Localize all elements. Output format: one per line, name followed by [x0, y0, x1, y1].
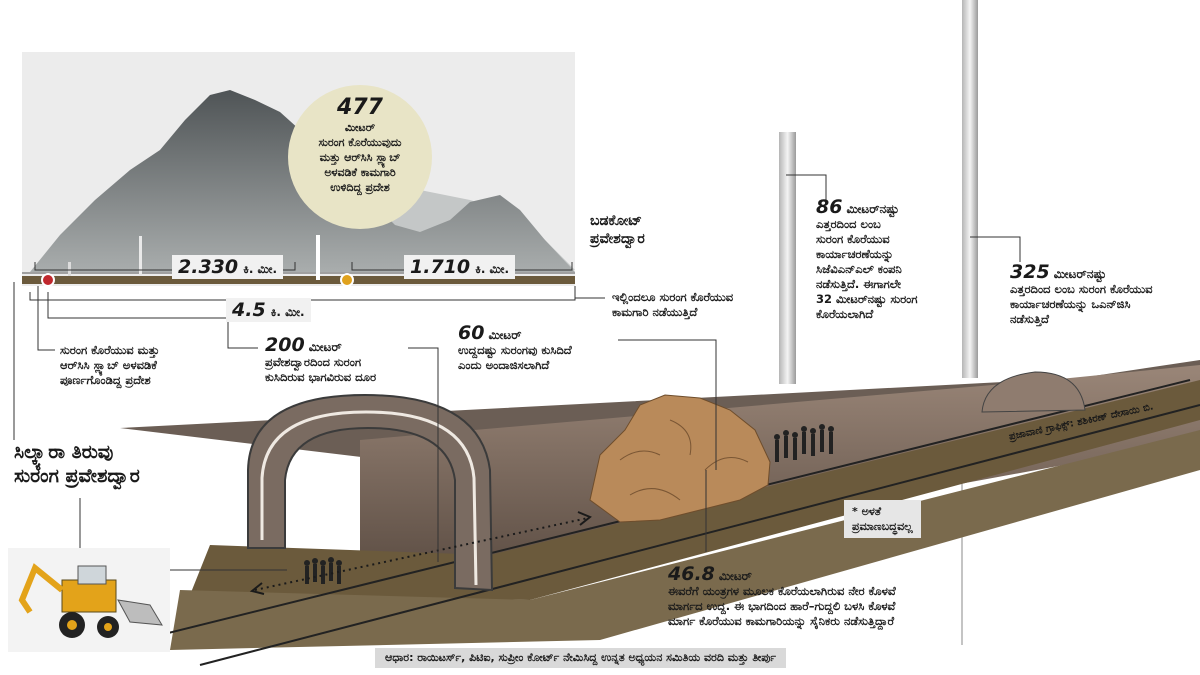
- segment-total-unit: ಕಿ. ಮೀ.: [270, 305, 305, 319]
- vertical-325-line-3: ನಡೆಸುತ್ತಿದೆ: [1010, 312, 1049, 326]
- scale-note-line-1: * ಅಳತೆ: [852, 505, 882, 518]
- barkot-work-note: ಇಲ್ಲಿಂದಲೂ ಸುರಂಗ ಕೊರೆಯುವ ಕಾಮಗಾರಿ ನಡೆಯುತ್ತ…: [612, 290, 733, 320]
- segment-total-value: 4.5: [232, 299, 266, 321]
- scene-leaders: [79, 339, 717, 571]
- collapse-distance-line-1: ಪ್ರವೇಶದ್ವಾರದಿಂದ ಸುರಂಗ: [265, 355, 362, 369]
- vertical-drill-pipe-86: [779, 132, 796, 384]
- rescue-pipe-arrow: [249, 511, 592, 595]
- drilled-46-line-3: ಮಾರ್ಗ ಕೊರೆಯುವ ಕಾಮಗಾರಿಯನ್ನು ಸೈನಿಕರು ನಡೆಸು…: [668, 614, 895, 628]
- completed-area-line-1: ಸುರಂಗ ಕೊರೆಯುವ ಮತ್ತು: [60, 343, 160, 357]
- summit-line-5: ಉಳಿದಿದ್ದ ಪ್ರದೇಶ: [330, 181, 390, 194]
- vertical-86-line-1: ಎತ್ತರದಿಂದ ಲಂಬ: [816, 217, 881, 231]
- silkyara-line-2: ಸುರಂಗ ಪ್ರವೇಶದ್ವಾರ: [14, 465, 140, 487]
- tunnel-far-end: [981, 371, 1086, 413]
- scale-note-line-2: ಪ್ರಮಾಣಬದ್ಧವಲ್ಲ: [852, 520, 913, 533]
- silkyara-line-1: ಸಿಲ್ಕ್ಯಾರಾ ತಿರುವು: [14, 441, 114, 463]
- collapse-distance-line-2: ಕುಸಿದಿರುವ ಭಾಗವಿರುವ ದೂರ: [265, 370, 377, 384]
- segment-left-label: 2.330 ಕಿ. ಮೀ.: [172, 255, 284, 279]
- collapse-length-line-1: ಉದ್ದದಷ್ಟು ಸುರಂಗವು ಕುಸಿದಿದೆ: [458, 343, 572, 357]
- segment-right-label: 1.710 ಕಿ. ಮೀ.: [404, 255, 516, 279]
- completed-area-line-3: ಪೂರ್ಣಗೊಂಡಿದ್ದ ಪ್ರದೇಶ: [60, 373, 151, 387]
- collapse-distance-value: 200: [265, 334, 305, 356]
- vertical-325-line-2: ಕಾರ್ಯಾಚರಣೆಯನ್ನು ಒಎನ್‌ಜಿಸಿ: [1010, 297, 1131, 311]
- completed-area-line-2: ಆರ್‌ಸಿಸಿ ಸ್ಲ್ಯಾಬ್ ಅಳವಡಿಕೆ: [60, 358, 157, 372]
- segment-left-unit: ಕಿ. ಮೀ.: [243, 262, 278, 276]
- collapse-length-note: 60 ಮೀಟರ್ ಉದ್ದದಷ್ಟು ಸುರಂಗವು ಕುಸಿದಿದೆ ಎಂದು…: [458, 324, 572, 373]
- rescue-workers: [304, 557, 342, 584]
- drilled-46-unit: ಮೀಟರ್: [718, 569, 752, 583]
- vertical-325-note: 325 ಮೀಟರ್‌ನಷ್ಟು ಎತ್ತರದಿಂದ ಲಂಬ ಸುರಂಗ ಕೊರೆ…: [1010, 263, 1153, 327]
- debris-shading: [619, 419, 749, 501]
- summit-line-3: ಮತ್ತು ಆರ್‌ಸಿಸಿ ಸ್ಲ್ಯಾಬ್: [319, 151, 401, 164]
- summit-line-1: ಮೀಟರ್: [344, 121, 376, 134]
- drilled-46-note: 46.8 ಮೀಟರ್ ಈವರೆಗೆ ಯಂತ್ರಗಳ ಮೂಲಕ ಕೊರೆಯಲಾಗಿ…: [668, 565, 896, 629]
- vertical-86-line-5: ನಡೆಸುತ್ತಿದೆ. ಈಗಾಗಲೇ: [816, 277, 901, 291]
- vertical-shaft-tiny: [68, 262, 71, 276]
- summit-line-2: ಸುರಂಗ ಕೊರೆಯುವುದು: [318, 136, 402, 149]
- vertical-86-line-2: ಸುರಂಗ ಕೊರೆಯುವ: [816, 232, 890, 246]
- summit-value: 477: [337, 95, 383, 120]
- collapse-length-line-2: ಎಂದು ಅಂದಾಜಿಸಲಾಗಿದೆ: [458, 358, 550, 372]
- barkot-line-1: ಬಡಕೋಟ್: [590, 213, 642, 229]
- vertical-86-value: 86: [816, 196, 843, 218]
- vertical-86-line-4: ಸಿಜೆವಿಎನ್‌ಎಲ್ ಕಂಪನಿ: [816, 262, 902, 276]
- vertical-drill-pipe-325: [962, 0, 978, 378]
- segment-left-bracket: [34, 262, 296, 271]
- segment-left-value: 2.330: [178, 256, 239, 278]
- vertical-325-line-1: ಎತ್ತರದಿಂದ ಲಂಬ ಸುರಂಗ ಕೊರೆಯುವ: [1010, 282, 1153, 296]
- collapse-distance-unit: ಮೀಟರ್: [308, 340, 342, 354]
- collapse-length-unit: ಮೀಟರ್: [488, 328, 522, 342]
- tunnel-portal: [247, 393, 494, 592]
- collapse-marker-red: [41, 273, 55, 287]
- summit-bubble: 477 ಮೀಟರ್ ಸುರಂಗ ಕೊರೆಯುವುದು ಮತ್ತು ಆರ್‌ಸಿಸ…: [288, 85, 432, 229]
- tunnel-lower-ground: [170, 430, 1200, 650]
- collapse-distance-note: 200 ಮೀಟರ್ ಪ್ರವೇಶದ್ವಾರದಿಂದ ಸುರಂಗ ಕುಸಿದಿರು…: [265, 336, 377, 385]
- pointer-to-cross-section: [316, 235, 320, 280]
- scale-note: * ಅಳತೆ ಪ್ರಮಾಣಬದ್ಧವಲ್ಲ: [844, 500, 921, 538]
- pipe-leaders: [786, 174, 1021, 262]
- vertical-shaft-small: [139, 236, 142, 276]
- backhoe-image: [8, 548, 170, 652]
- cross-section-tunnel: [22, 276, 575, 284]
- tunnel-tube: [360, 365, 1200, 570]
- vertical-86-note: 86 ಮೀಟರ್‌ನಷ್ಟು ಎತ್ತರದಿಂದ ಲಂಬ ಸುರಂಗ ಕೊರೆಯ…: [816, 198, 918, 322]
- collapse-debris: [589, 394, 771, 523]
- barkot-work-line-1: ಇಲ್ಲಿಂದಲೂ ಸುರಂಗ ಕೊರೆಯುವ: [612, 290, 734, 304]
- summit-line-4: ಅಳವಡಿಕೆ ಕಾಮಗಾರಿ: [324, 166, 396, 179]
- vertical-325-value: 325: [1010, 261, 1050, 283]
- silkyara-label: ಸಿಲ್ಕ್ಯಾರಾ ತಿರುವು ಸುರಂಗ ಪ್ರವೇಶದ್ವಾರ: [14, 440, 140, 488]
- barkot-marker-yellow: [340, 273, 354, 287]
- tunnel-floor: [190, 380, 1200, 600]
- segment-right-value: 1.710: [410, 256, 471, 278]
- barkot-label: ಬಡಕೋಟ್ ಪ್ರವೇಶದ್ವಾರ: [590, 212, 645, 248]
- completed-area-note: ಸುರಂಗ ಕೊರೆಯುವ ಮತ್ತು ಆರ್‌ಸಿಸಿ ಸ್ಲ್ಯಾಬ್ ಅಳ…: [60, 343, 159, 388]
- segment-right-unit: ಕಿ. ಮೀ.: [475, 262, 510, 276]
- drilled-46-line-2: ಮಾರ್ಗದ ಉದ್ದ. ಈ ಭಾಗದಿಂದ ಹಾರೆ–ಗುದ್ದಲಿ ಬಳಸಿ…: [668, 599, 896, 613]
- vertical-86-line-6: 32 ಮೀಟರ್‌ನಷ್ಟು ಸುರಂಗ: [816, 292, 918, 306]
- vertical-86-line-7: ಕೊರೆಯಲಾಗಿದೆ: [816, 307, 874, 321]
- collapse-length-value: 60: [458, 322, 485, 344]
- source-note: ಆಧಾರ: ರಾಯಿಟರ್ಸ್, ಪಿಟಿಐ, ಸುಪ್ರೀಂ ಕೋರ್ಟ್ ನ…: [375, 648, 786, 668]
- drilled-46-line-1: ಈವರೆಗೆ ಯಂತ್ರಗಳ ಮೂಲಕ ಕೊರೆಯಲಾಗಿರುವ ನೇರ ಕೊಳ…: [668, 584, 896, 598]
- vertical-325-unit: ಮೀಟರ್‌ನಷ್ಟು: [1053, 267, 1107, 281]
- drilled-46-value: 46.8: [668, 563, 715, 585]
- trapped-workers: [774, 424, 834, 462]
- vertical-86-line-3: ಕಾರ್ಯಾಚರಣೆಯನ್ನು: [816, 247, 894, 261]
- segment-total-label: 4.5 ಕಿ. ಮೀ.: [226, 298, 311, 322]
- barkot-work-line-2: ಕಾಮಗಾರಿ ನಡೆಯುತ್ತಿದೆ: [612, 305, 698, 319]
- vertical-86-unit: ಮೀಟರ್‌ನಷ್ಟು: [846, 202, 899, 216]
- barkot-line-2: ಪ್ರವೇಶದ್ವಾರ: [590, 231, 645, 247]
